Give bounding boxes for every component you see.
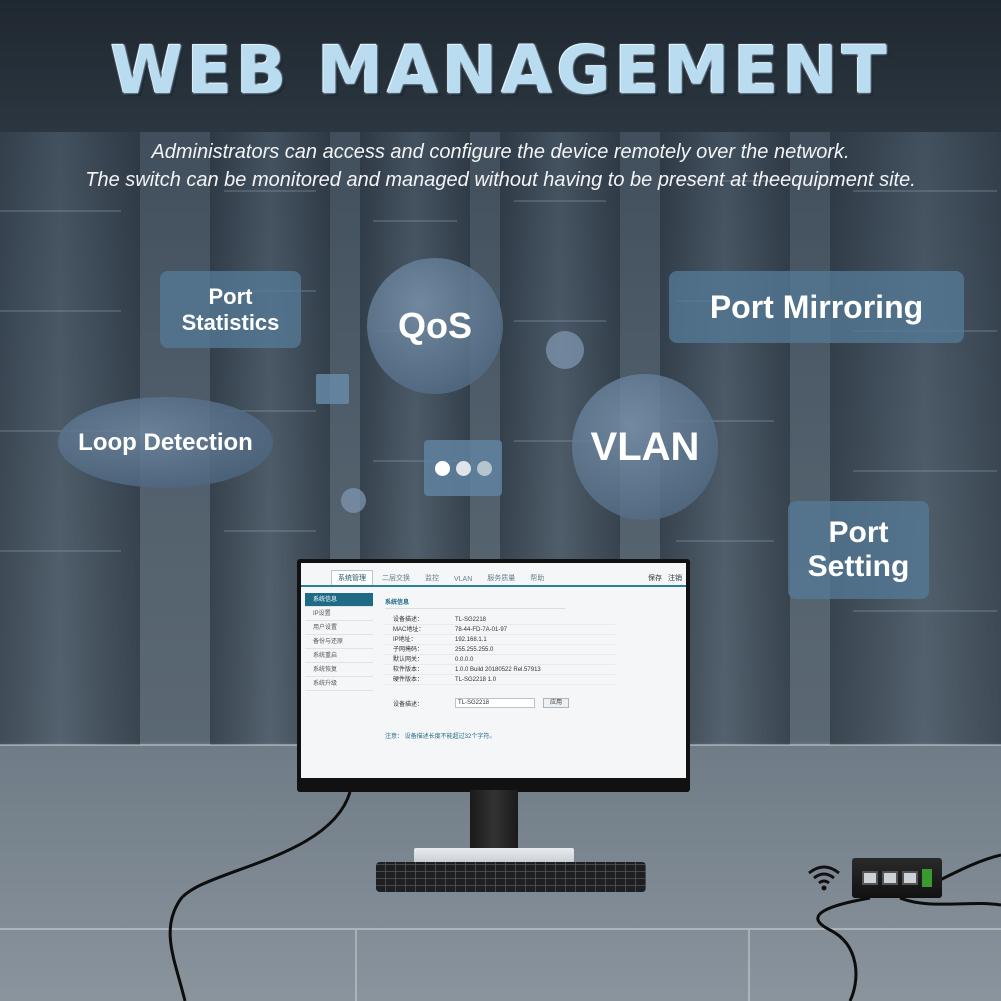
info-value: 192.168.1.1 — [455, 637, 487, 643]
feature-qos: QoS — [367, 258, 503, 394]
note-text: 注意： 设备描述长度不能超过32个字符。 — [385, 734, 496, 740]
sidebar-item[interactable]: 系统恢复 — [305, 663, 373, 677]
info-row: IP地址： 192.168.1.1 — [385, 635, 615, 645]
info-row: 子网掩码： 255.255.255.0 — [385, 645, 615, 655]
sidebar-item[interactable]: 系统重启 — [305, 649, 373, 663]
monitor-stand — [470, 790, 518, 852]
info-row: 硬件版本： TL-SG2218 1.0 — [385, 675, 615, 685]
info-key: 软件版本： — [393, 667, 424, 673]
device-name-label: 设备描述： — [393, 701, 424, 708]
info-value: 0.0.0.0 — [455, 657, 474, 663]
feature-vlan: VLAN — [572, 374, 718, 520]
decor-dot — [341, 488, 366, 513]
header-band — [0, 0, 1001, 132]
info-key: IP地址： — [393, 637, 417, 643]
wifi-icon — [808, 865, 840, 891]
decor-square — [316, 374, 349, 404]
keyboard — [376, 862, 646, 892]
monitor-cable — [168, 791, 352, 1001]
apply-button[interactable]: 应用 — [543, 698, 570, 708]
monitor-base — [414, 848, 574, 864]
monitor: 系统管理 二层交换 监控 VLAN 服务质量 帮助 保存 注销 系统信息 IP设… — [297, 559, 690, 792]
info-row: 软件版本： 1.0.0 Build 20180522 Rel.57913 — [385, 665, 615, 675]
page-title: WEB MANAGEMENT — [110, 32, 891, 109]
tab-qos[interactable]: 服务质量 — [487, 575, 516, 582]
tab-l2[interactable]: 二层交换 — [382, 575, 410, 582]
web-ui-screen: 系统管理 二层交换 监控 VLAN 服务质量 帮助 保存 注销 系统信息 IP设… — [301, 563, 686, 778]
floor-divider — [748, 930, 750, 1001]
decor-dot — [546, 331, 584, 369]
info-row: 默认网关： 0.0.0.0 — [385, 655, 615, 665]
info-value: 1.0.0 Build 20180522 Rel.57913 — [455, 667, 541, 673]
device-cable — [939, 853, 1001, 882]
ellipsis-icon — [424, 440, 502, 496]
info-value: 78-44-FD-7A-01-97 — [455, 627, 508, 633]
device-name-input[interactable]: TL-SG2218 — [455, 698, 535, 708]
screen-sidebar: 系统信息 IP设置 用户设置 备份与还原 系统重启 系统恢复 系统升级 — [305, 593, 373, 691]
device-cable — [816, 896, 871, 1001]
sidebar-item[interactable]: 系统信息 — [305, 593, 373, 607]
section-title: 系统信息 — [385, 597, 565, 609]
save-link[interactable]: 保存 — [648, 575, 662, 582]
info-key: 默认网关： — [393, 657, 424, 663]
feature-port-mirroring: Port Mirroring — [669, 271, 964, 343]
sidebar-item[interactable]: 备份与还原 — [305, 635, 373, 649]
info-value: TL-SG2218 1.0 — [455, 677, 497, 683]
feature-port-setting: Port Setting — [788, 501, 929, 599]
ethernet-port-icon — [882, 871, 898, 885]
device-name-row: 设备描述： TL-SG2218 应用 — [385, 697, 625, 709]
info-key: 设备描述： — [393, 617, 424, 623]
tab-monitor[interactable]: 监控 — [425, 575, 439, 582]
info-value: TL-SG2218 — [455, 617, 487, 623]
info-row: MAC地址： 78-44-FD-7A-01-97 — [385, 625, 615, 635]
logout-link[interactable]: 注销 — [668, 575, 682, 582]
tab-system[interactable]: 系统管理 — [331, 570, 373, 585]
tab-vlan[interactable]: VLAN — [454, 576, 473, 583]
info-value: 255.255.255.0 — [455, 647, 494, 653]
sidebar-item[interactable]: IP设置 — [305, 607, 373, 621]
sidebar-item[interactable]: 系统升级 — [305, 677, 373, 691]
device-cable — [899, 896, 1001, 907]
screen-tabs: 系统管理 二层交换 监控 VLAN 服务质量 帮助 保存 注销 — [301, 570, 686, 587]
description-line-2: The switch can be monitored and managed … — [85, 169, 916, 191]
info-key: 硬件版本： — [393, 677, 424, 683]
info-row: 设备描述： TL-SG2218 — [385, 615, 615, 625]
floor-divider — [355, 930, 357, 1001]
screen-content: 系统信息 设备描述： TL-SG2218 MAC地址： 78-44-FD-7A-01… — [385, 597, 625, 740]
sidebar-item[interactable]: 用户设置 — [305, 621, 373, 635]
power-terminal-icon — [922, 869, 932, 887]
network-switch-device — [852, 858, 942, 898]
feature-loop-detection: Loop Detection — [58, 397, 273, 488]
tab-help[interactable]: 帮助 — [530, 575, 545, 582]
floor-line — [0, 928, 1001, 930]
info-key: 子网掩码： — [393, 647, 424, 653]
ethernet-port-icon — [862, 871, 878, 885]
info-key: MAC地址： — [393, 627, 425, 633]
description-line-1: Administrators can access and configure … — [151, 141, 850, 163]
feature-port-statistics: Port Statistics — [160, 271, 301, 348]
ethernet-port-icon — [902, 871, 918, 885]
